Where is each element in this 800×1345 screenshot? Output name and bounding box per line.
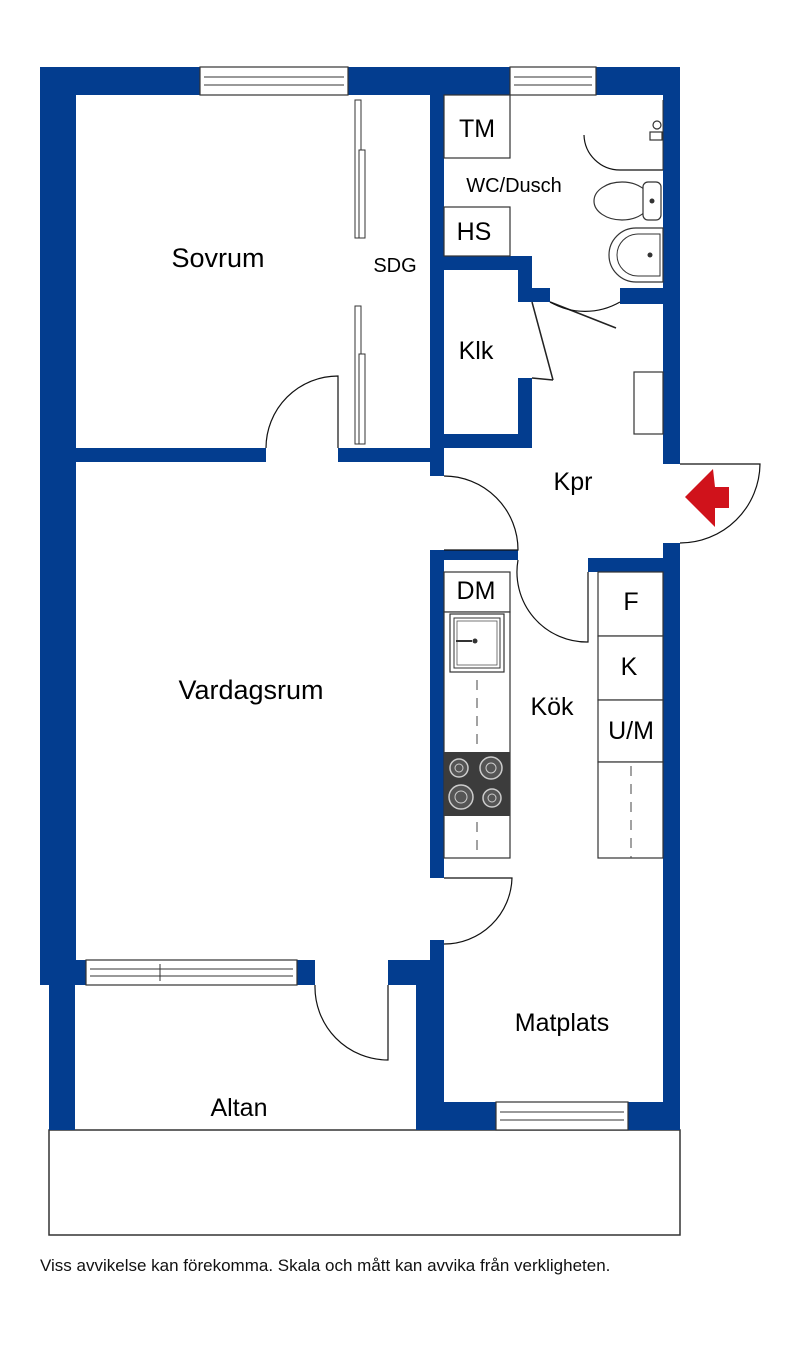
tm-box [443, 94, 511, 159]
walls [40, 67, 680, 1130]
entrance-arrow-icon [685, 469, 729, 527]
label-k: K [621, 653, 638, 681]
label-altan: Altan [211, 1094, 268, 1122]
window-matplats [495, 1101, 629, 1131]
washbasin-icon [608, 227, 664, 283]
shower-head-icon [649, 120, 663, 141]
label-klk: Klk [459, 337, 494, 365]
window-vardagsrum [85, 959, 298, 986]
label-tm: TM [459, 115, 495, 143]
wardrobe-sliding-doors [354, 99, 366, 445]
windows [85, 66, 629, 1131]
label-sovrum: Sovrum [171, 243, 264, 273]
hs-box [443, 206, 511, 257]
label-um: U/M [608, 717, 654, 745]
label-vardagsrum: Vardagsrum [178, 675, 323, 705]
label-kpr: Kpr [554, 468, 593, 496]
label-hs: HS [457, 218, 492, 246]
window-wc [509, 66, 597, 96]
stove-icon [444, 752, 510, 816]
altan-outline [48, 1129, 681, 1236]
label-wc-dusch: WC/Dusch [466, 175, 562, 197]
toilet-icon [593, 181, 662, 221]
label-matplats: Matplats [515, 1009, 609, 1037]
disclaimer-text: Viss avvikelse kan förekomma. Skala och … [40, 1256, 611, 1275]
label-sdg: SDG [373, 255, 416, 277]
dm-box [443, 571, 511, 613]
kitchen-cabinets-right [597, 571, 664, 859]
kitchen-counter-left [443, 571, 511, 859]
door-swings [265, 301, 761, 1061]
label-kok: Kök [530, 693, 574, 721]
label-dm: DM [457, 577, 496, 605]
um-box [597, 699, 664, 763]
sink-icon [449, 613, 505, 673]
wc-fixtures [443, 94, 664, 283]
hall-cabinet [633, 371, 664, 435]
label-f: F [623, 588, 638, 616]
window-sovrum [199, 66, 349, 96]
